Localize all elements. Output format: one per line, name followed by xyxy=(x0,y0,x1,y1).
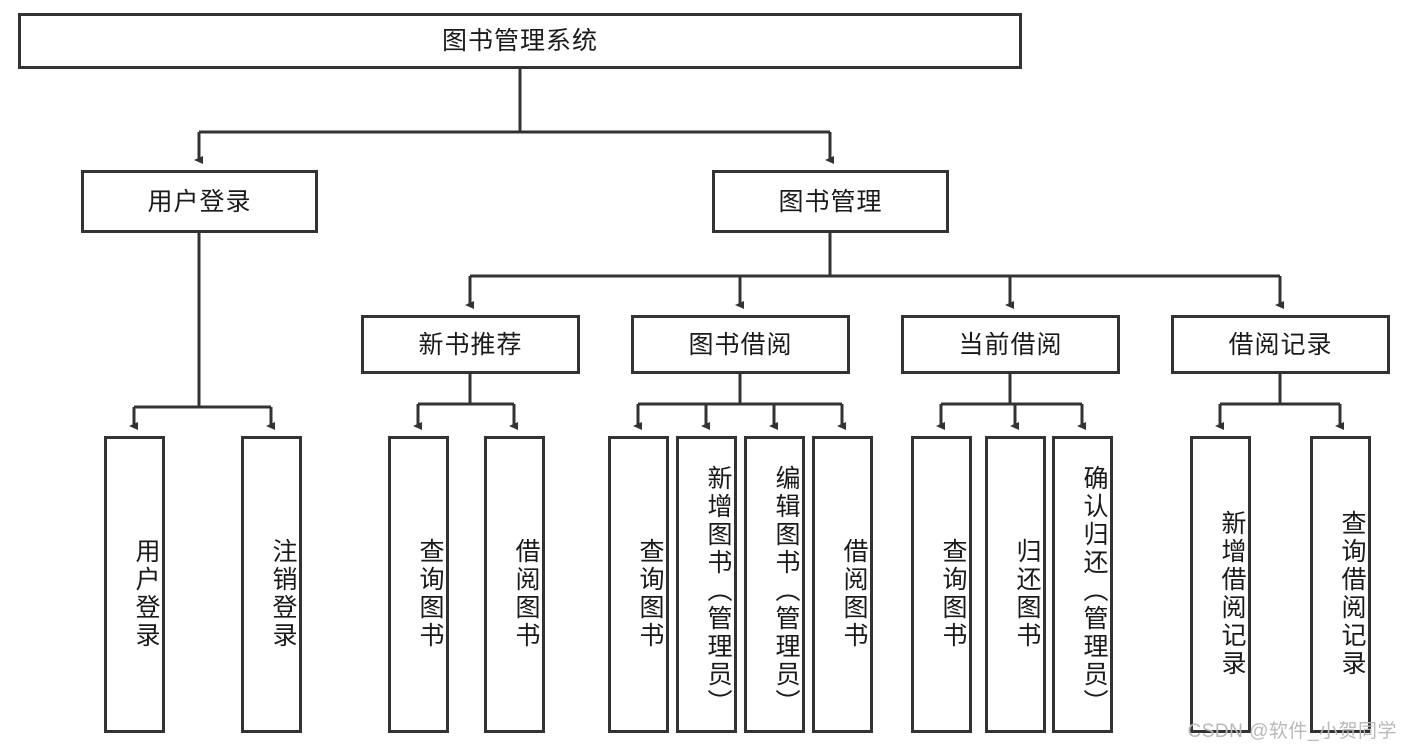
node-current-borrowing[interactable]: 当前借阅 xyxy=(901,315,1120,374)
node-borrowing-record[interactable]: 借阅记录 xyxy=(1171,315,1390,374)
watermark-text: CSDN @软件_小贺同学 xyxy=(1187,721,1397,742)
node-root-book-management-system[interactable]: 图书管理系统 xyxy=(18,13,1022,69)
leaf-node-add-borrow-record[interactable]: 新增借阅记录 xyxy=(1190,436,1251,733)
leaf-node-user-login[interactable]: 用户登录 xyxy=(104,436,165,733)
node-user-login[interactable]: 用户登录 xyxy=(81,170,318,233)
node-book-management[interactable]: 图书管理 xyxy=(712,170,949,233)
leaf-node-query-borrow-record[interactable]: 查询借阅记录 xyxy=(1310,436,1371,733)
leaf-node-edit-book-admin[interactable]: 编辑图书（管理员） xyxy=(744,436,805,733)
leaf-node-query-book-borrow[interactable]: 查询图书 xyxy=(608,436,669,733)
leaf-node-add-book-admin[interactable]: 新增图书（管理员） xyxy=(676,436,737,733)
leaf-node-borrow-book-new[interactable]: 借阅图书 xyxy=(484,436,545,733)
leaf-node-return-book[interactable]: 归还图书 xyxy=(985,436,1046,733)
node-new-book-recommendation[interactable]: 新书推荐 xyxy=(361,315,580,374)
leaf-node-confirm-return-admin[interactable]: 确认归还（管理员） xyxy=(1052,436,1113,733)
leaf-node-query-book-new[interactable]: 查询图书 xyxy=(388,436,449,733)
leaf-node-borrow-book[interactable]: 借阅图书 xyxy=(812,436,873,733)
leaf-node-query-book-current[interactable]: 查询图书 xyxy=(911,436,972,733)
node-book-borrowing[interactable]: 图书借阅 xyxy=(631,315,850,374)
leaf-node-logout[interactable]: 注销登录 xyxy=(241,436,302,733)
